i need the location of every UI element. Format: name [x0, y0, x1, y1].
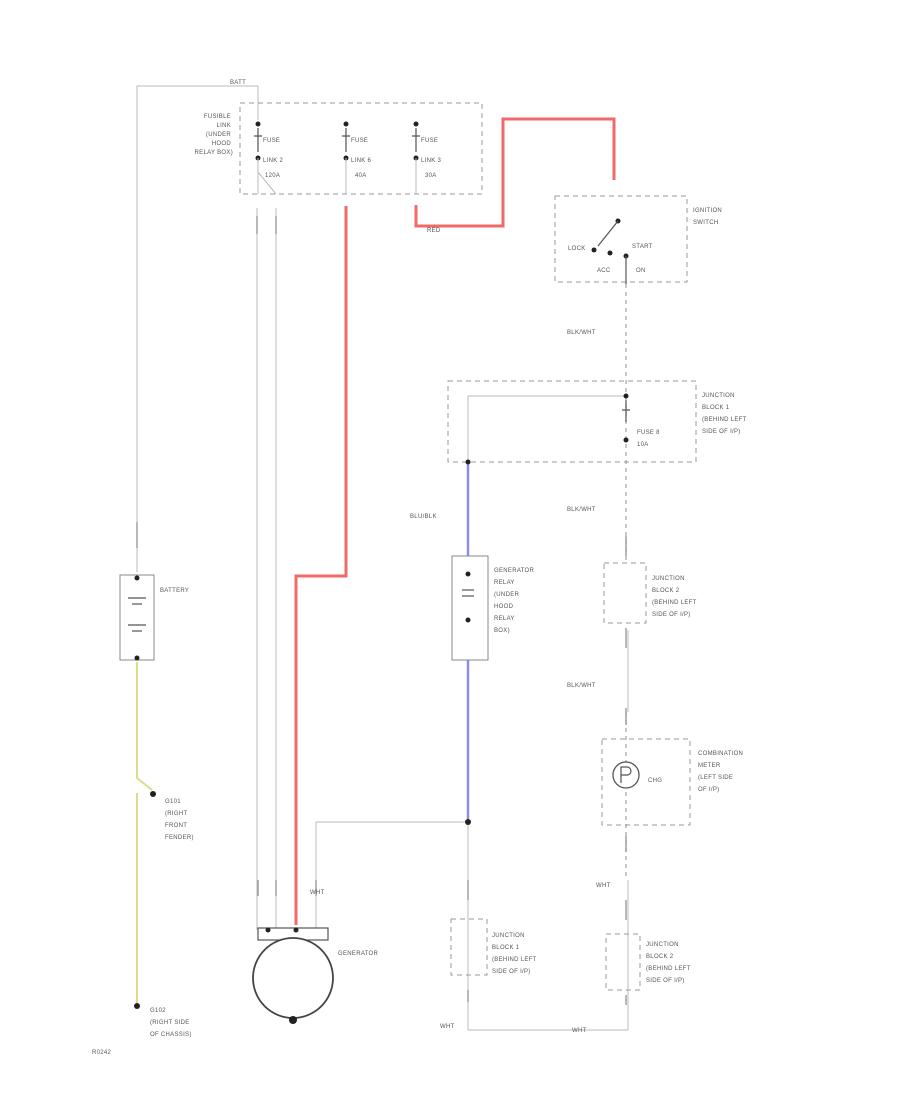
blk-wht-label-1: BLK/WHT — [567, 330, 596, 336]
fuse-link-3-symbol — [412, 121, 420, 161]
acc-label: ACC — [597, 268, 611, 274]
ignition-switch-label: IGNITION SWITCH — [693, 208, 724, 226]
combination-meter-label: COMBINATION METER (LEFT SIDE OF I/P) — [698, 751, 745, 793]
blk-wht-label-2: BLK/WHT — [567, 507, 596, 513]
fuse-link-6-symbol — [342, 121, 350, 161]
blk-wht-label-3: BLK/WHT — [567, 683, 596, 689]
generator-relay-box — [451, 555, 489, 661]
connector-marks — [136, 216, 627, 1005]
yellow-ground-wire-1 — [136, 662, 153, 791]
red-wire-fusible-to-ignition — [414, 117, 616, 228]
fuse-8-symbol — [622, 393, 630, 443]
wht-label-4: WHT — [310, 890, 325, 896]
splice-point — [465, 459, 471, 465]
fuse-link-2-symbol — [254, 121, 262, 161]
red-wire-label: RED — [427, 228, 441, 234]
junction-block-1-top-label: JUNCTION BLOCK 1 (BEHIND LEFT SIDE OF I/… — [702, 393, 748, 435]
batt-top-label: BATT — [230, 80, 246, 86]
combination-meter-box — [601, 738, 691, 826]
junction-block-1-bottom-label: JUNCTION BLOCK 1 (BEHIND LEFT SIDE OF I/… — [492, 933, 538, 975]
generator-symbol — [252, 927, 334, 1024]
wht-label-1: WHT — [596, 883, 611, 889]
battery-label: BATTERY — [160, 588, 189, 594]
g102-label: G102 (RIGHT SIDE OF CHASSIS) — [150, 1008, 192, 1038]
junction-block-1-top-box — [447, 380, 697, 463]
fuse-link-6-label: FUSE LINK 6 40A — [351, 138, 373, 179]
fuse-link-2-label: FUSE LINK 2 120A — [263, 138, 285, 179]
ground-g101-point — [150, 791, 156, 797]
blu-blk-label: BLU/BLK — [410, 514, 437, 520]
fuse-link-3-label: FUSE LINK 3 30A — [421, 138, 443, 179]
footer-code: R0242 — [92, 1050, 112, 1056]
junction-block-2-bottom-label: JUNCTION BLOCK 2 (BEHIND LEFT SIDE OF I/… — [646, 942, 692, 984]
battery-symbol — [119, 574, 155, 661]
wht-label-2: WHT — [440, 1024, 455, 1030]
generator-label: GENERATOR — [338, 951, 379, 957]
ignition-switch-box — [554, 195, 688, 283]
gray-wires — [136, 85, 629, 1031]
generator-relay-contacts — [462, 571, 474, 623]
ignition-switch-symbol — [591, 218, 629, 284]
junction-block-1-bottom-box — [450, 918, 488, 976]
fuse-8-label: FUSE 8 10A — [637, 430, 662, 448]
on-label: ON — [636, 268, 646, 274]
g101-label: G101 (RIGHT FRONT FENDER) — [165, 799, 194, 841]
lock-label: LOCK — [568, 246, 586, 252]
junction-block-2-bottom-box — [605, 933, 641, 991]
junction-block-2-mid-box — [603, 562, 647, 624]
wht-label-3: WHT — [572, 1028, 587, 1034]
ground-g102-point — [134, 1003, 140, 1009]
chg-lamp-symbol — [612, 761, 640, 789]
splice-point — [465, 819, 471, 825]
start-label: START — [632, 244, 653, 250]
generator-relay-label: GENERATOR RELAY (UNDER HOOD RELAY BOX) — [494, 568, 536, 634]
chg-label: CHG — [648, 778, 662, 784]
fusible-link-label: FUSIBLE LINK (UNDER HOOD RELAY BOX) — [195, 114, 233, 156]
red-wire-fusible-to-generator — [294, 206, 348, 925]
fusible-link-box — [239, 102, 483, 195]
junction-block-2-mid-label: JUNCTION BLOCK 2 (BEHIND LEFT SIDE OF I/… — [652, 576, 698, 618]
